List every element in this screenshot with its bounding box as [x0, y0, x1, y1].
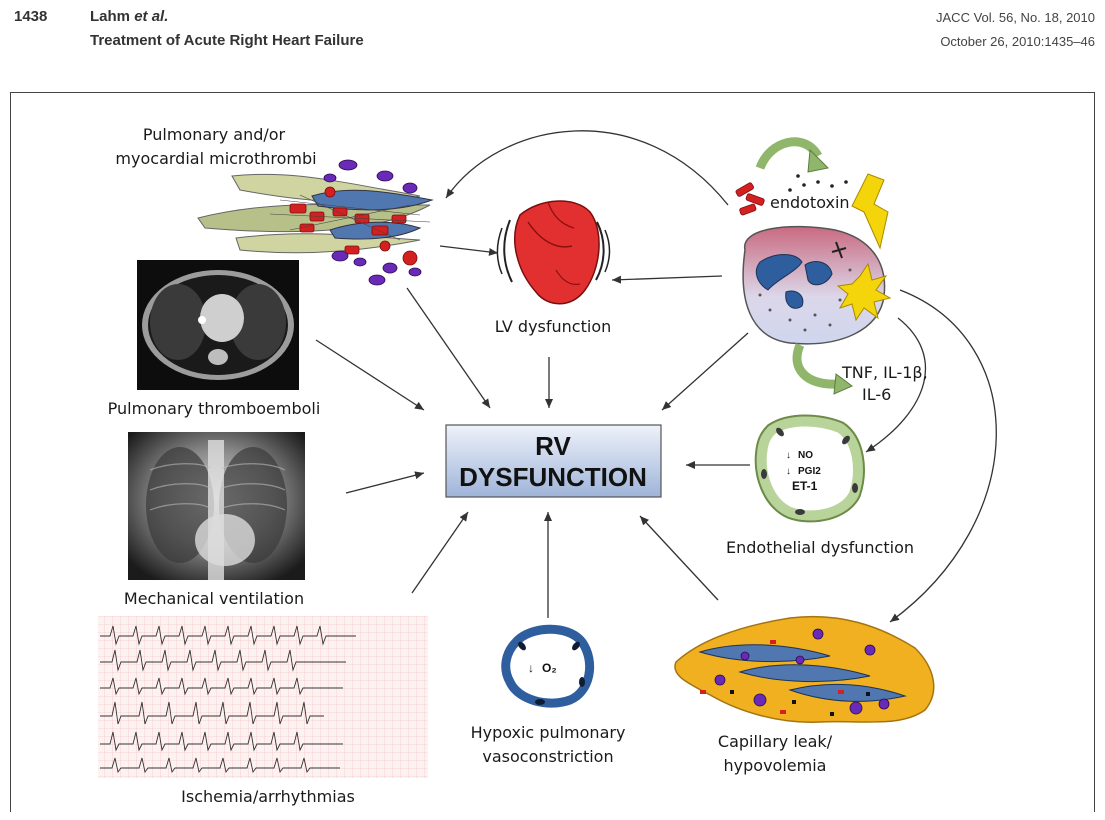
arrow-capillary-to-rv [639, 515, 719, 601]
no-label: NO [798, 450, 813, 461]
arrow-thrombi-to-rv [406, 287, 491, 409]
journal-citation: JACC Vol. 56, No. 18, 2010 [936, 10, 1095, 25]
thromboemboli-label: Pulmonary thromboemboli [108, 399, 321, 418]
lightning-icon [851, 173, 889, 250]
pgi2-label: PGI2 [798, 466, 821, 477]
authors-name: Lahm [90, 8, 131, 25]
thrombi-icon [197, 159, 434, 286]
arrow-cell-to-rv [661, 332, 749, 411]
arrows [315, 130, 997, 623]
chest-xray-image [128, 432, 305, 580]
arrow-cell-to-endothelium [865, 317, 926, 453]
capillary-label-line2: hypovolemia [724, 756, 827, 775]
arrow-cell-to-lv [611, 275, 723, 284]
arrow-ecg-to-rv [411, 511, 469, 594]
heart-icon [496, 200, 611, 305]
endothelium-icon: ↓ NO ↓ PGI2 ET-1 [754, 414, 865, 523]
ecg-image [98, 616, 428, 778]
page-number: 1438 [14, 8, 48, 25]
endotoxin-icon [735, 137, 848, 216]
authors-suffix: et al. [134, 8, 169, 25]
arrow-endotoxin-to-thrombi [445, 130, 729, 206]
figure-frame [10, 92, 1095, 812]
ct-scan-image [137, 260, 299, 390]
hypoxic-label-line1: Hypoxic pulmonary [471, 723, 626, 742]
arrow-ventilation-to-rv [345, 471, 425, 494]
rv-line2: DYSFUNCTION [459, 462, 647, 492]
microthrombi-label-line1: Pulmonary and/or [143, 125, 286, 144]
endothelial-dysfunction-label: Endothelial dysfunction [726, 538, 914, 557]
rv-dysfunction-box: RV DYSFUNCTION [445, 424, 662, 498]
hypoxic-label-line2: vasoconstriction [482, 747, 613, 766]
svg-text:↓: ↓ [786, 450, 791, 461]
o2-label: O₂ [542, 661, 557, 675]
arrow-cell-to-capillary [889, 289, 997, 623]
lv-dysfunction-label: LV dysfunction [495, 317, 612, 336]
ventilation-label: Mechanical ventilation [124, 589, 304, 608]
publication-date: October 26, 2010:1435–46 [940, 34, 1095, 49]
et1-label: ET-1 [792, 479, 818, 493]
cell-icon [742, 225, 892, 395]
cytokines-label-line2: IL-6 [862, 385, 891, 404]
cytokines-label-line1: TNF, IL-1β, [841, 363, 928, 382]
running-authors: Lahm et al. [90, 8, 168, 25]
rv-line1: RV [535, 431, 571, 461]
svg-text:↓: ↓ [786, 466, 791, 477]
capillary-icon [674, 615, 935, 723]
arrow-thrombi-to-lv [439, 245, 499, 256]
vessel-icon: ↓ O₂ [501, 624, 595, 708]
capillary-label-line1: Capillary leak/ [718, 732, 833, 751]
running-title: Treatment of Acute Right Heart Failure [90, 32, 364, 49]
microthrombi-label-line2: myocardial microthrombi [115, 149, 316, 168]
endotoxin-label: endotoxin [770, 193, 850, 212]
svg-text:↓: ↓ [528, 661, 534, 675]
ischemia-label: Ischemia/arrhythmias [181, 787, 355, 806]
arrow-ct-to-rv [315, 339, 425, 411]
